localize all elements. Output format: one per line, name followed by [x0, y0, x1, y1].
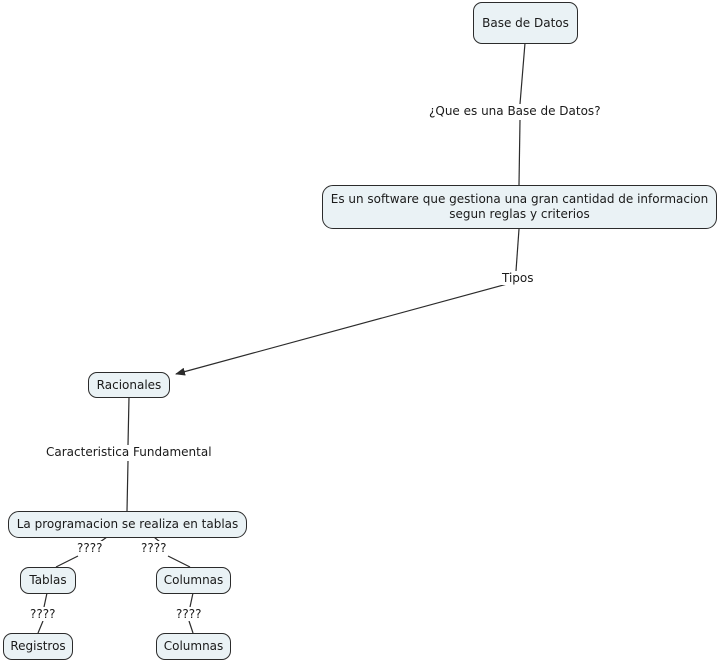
- edge-label-q-columnas-hijo-text: ????: [176, 607, 202, 621]
- node-definicion-label: Es un software que gestiona una gran can…: [330, 192, 709, 221]
- edge-label-que-es-text: ¿Que es una Base de Datos?: [429, 104, 601, 118]
- node-definicion[interactable]: Es un software que gestiona una gran can…: [322, 185, 717, 229]
- edge-tablas-to-q-registros: [43, 592, 48, 608]
- edge-caracteristica-to-programacion: [126, 460, 129, 512]
- edge-q-columnas-hijo-to-columnas: [188, 620, 194, 634]
- edge-racionales-to-caracteristica-upper: [127, 396, 130, 446]
- node-columnas-hijo-label: Columnas: [163, 639, 224, 653]
- node-columnas[interactable]: Columnas: [156, 567, 231, 594]
- edge-label-q-tablas-text: ????: [77, 541, 103, 555]
- node-tablas-label: Tablas: [29, 573, 67, 587]
- edge-label-tipos: Tipos: [500, 271, 536, 285]
- edge-label-que-es: ¿Que es una Base de Datos?: [427, 104, 603, 118]
- node-tablas[interactable]: Tablas: [20, 567, 76, 594]
- edge-question-to-definicion: [518, 119, 521, 186]
- edge-label-tipos-text: Tipos: [502, 271, 534, 285]
- edge-label-caracteristica-text: Caracteristica Fundamental: [46, 445, 212, 459]
- node-base-de-datos-label: Base de Datos: [482, 15, 569, 30]
- node-programacion-tablas[interactable]: La programacion se realiza en tablas: [8, 511, 247, 538]
- edge-label-q-columnas: ????: [139, 541, 169, 555]
- node-base-de-datos[interactable]: Base de Datos: [473, 2, 578, 44]
- node-columnas-hijo[interactable]: Columnas: [156, 633, 231, 660]
- edge-label-q-columnas-hijo: ????: [174, 607, 204, 621]
- node-registros[interactable]: Registros: [3, 633, 73, 660]
- node-racionales-label: Racionales: [96, 377, 162, 392]
- node-registros-label: Registros: [10, 639, 66, 653]
- edge-base-to-question-upper: [519, 42, 526, 105]
- edge-label-q-columnas-text: ????: [141, 541, 167, 555]
- node-racionales[interactable]: Racionales: [88, 372, 170, 398]
- edge-q-tablas-to-tablas: [55, 555, 79, 568]
- edge-label-q-registros-text: ????: [30, 607, 56, 621]
- edge-label-q-registros: ????: [28, 607, 58, 621]
- edge-label-q-tablas: ????: [75, 541, 105, 555]
- edge-label-caracteristica: Caracteristica Fundamental: [44, 445, 214, 459]
- edge-columnas-to-q-columnas-hijo: [189, 592, 194, 608]
- edge-tipos-to-racionales: [175, 282, 512, 376]
- edge-definicion-to-tipos: [515, 228, 520, 272]
- edge-q-registros-to-registros: [37, 620, 44, 634]
- node-programacion-tablas-label: La programacion se realiza en tablas: [16, 517, 239, 531]
- node-columnas-label: Columnas: [163, 573, 224, 587]
- edge-q-columnas-to-columnas: [167, 555, 191, 568]
